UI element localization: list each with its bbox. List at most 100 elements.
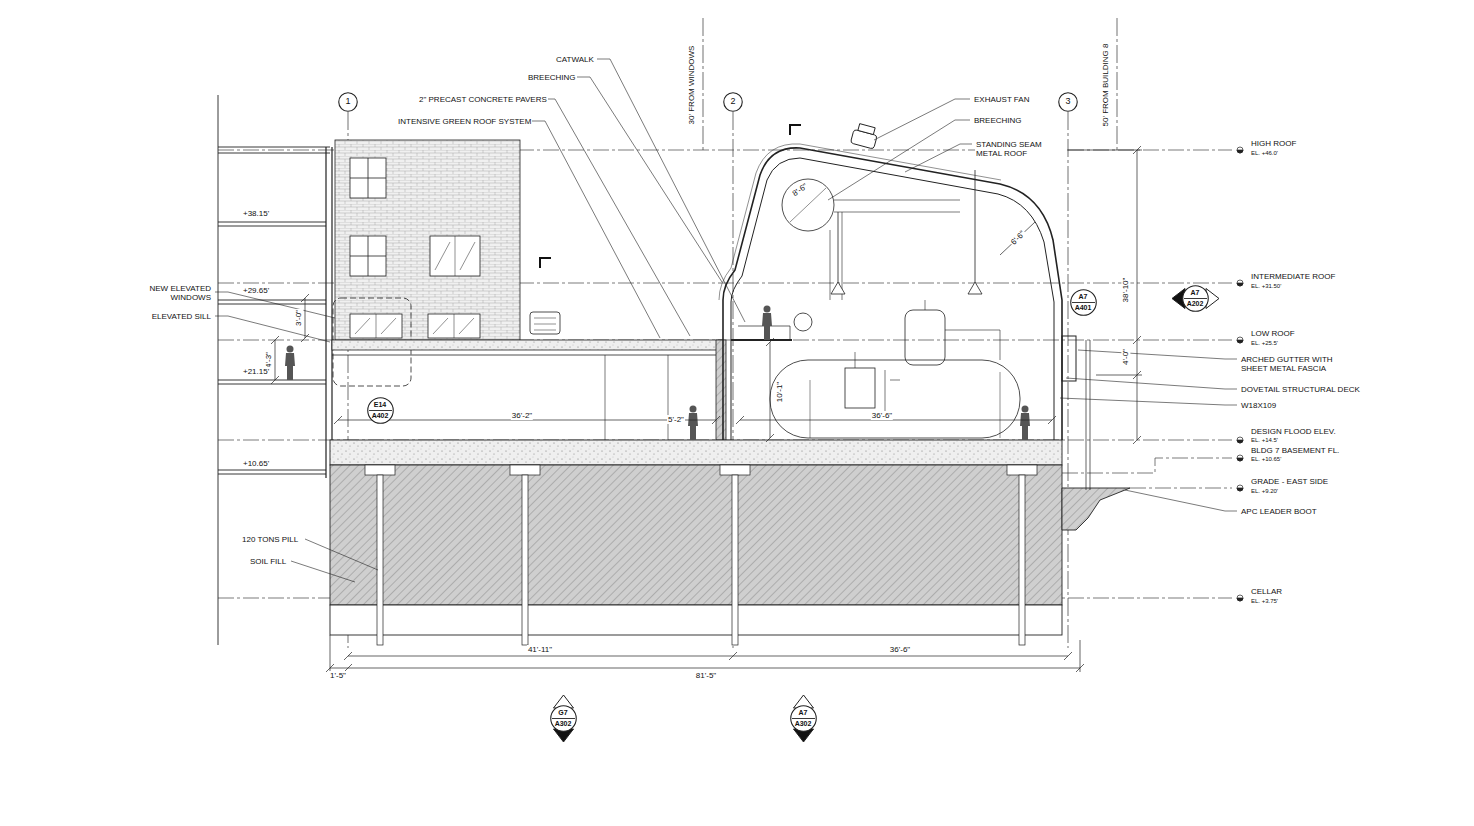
sheet-number: A402	[372, 412, 389, 420]
elevation-symbol	[1237, 340, 1243, 343]
pile	[720, 465, 750, 475]
boiler	[810, 372, 1000, 438]
pile	[522, 475, 528, 645]
elevation-label: +38.15'	[242, 209, 270, 218]
brick-building	[335, 140, 520, 340]
bubble-divider	[369, 410, 392, 411]
pile	[732, 475, 738, 645]
elevation-label: EL. +9.20'	[1250, 488, 1279, 495]
elevation-symbol	[1237, 458, 1243, 461]
grid-line	[1068, 112, 1069, 648]
boiler-house-shell	[723, 148, 1062, 440]
existing-building	[326, 147, 332, 478]
boiler-house-shell	[731, 158, 1054, 440]
elevation-label: LOW ROOF	[1250, 329, 1296, 338]
pile	[1019, 475, 1025, 645]
callout-label: BREECHING	[973, 116, 1023, 125]
foundation	[330, 440, 1062, 465]
elevation-symbol	[1237, 488, 1243, 491]
elevation-label: INTERMEDIATE ROOF	[1250, 272, 1336, 281]
section-cut-mark	[540, 125, 801, 268]
boiler-house-shell	[719, 144, 1090, 490]
existing-building	[218, 300, 326, 304]
brick-building	[350, 314, 402, 338]
callout-label: DOVETAIL STRUCTURAL DECK	[1240, 385, 1361, 394]
brick-building	[435, 236, 475, 276]
existing-building	[218, 95, 219, 645]
brick-building	[350, 158, 386, 198]
person-figure	[1022, 406, 1029, 413]
grid-line	[1117, 18, 1118, 150]
catwalk	[794, 313, 812, 331]
elevation-symbol	[1237, 280, 1243, 286]
elevation-symbol	[1237, 595, 1243, 601]
green-roof	[332, 355, 716, 356]
boiler	[855, 352, 900, 420]
person-figure	[1020, 413, 1030, 440]
exhaust-fan	[858, 124, 875, 135]
callout-label: ARCHED GUTTER WITH SHEET METAL FASCIA	[1240, 355, 1342, 373]
leader-line	[540, 99, 690, 336]
elevation-label: +10.65'	[242, 459, 270, 468]
dimension-line	[1062, 150, 1142, 375]
callout-label: 120 TONS PILL	[241, 535, 299, 544]
bubble-outline	[790, 705, 817, 732]
dimension-line	[736, 416, 1056, 424]
leader-line	[576, 77, 722, 282]
elevation-symbol	[1237, 598, 1243, 601]
grid-bubble: 2	[723, 92, 743, 112]
grid-number: 1	[345, 97, 350, 107]
bubble-divider	[552, 718, 575, 719]
leader-line	[305, 539, 378, 570]
dimension-line	[1133, 146, 1141, 444]
existing-building	[218, 147, 330, 153]
section-cut-mark	[540, 258, 551, 268]
bubble-divider	[1184, 298, 1207, 299]
brick-building	[430, 236, 480, 276]
elevation-label: +29.65'	[242, 286, 270, 295]
detail-number: A7	[1191, 289, 1200, 297]
foundation	[330, 465, 1062, 605]
elevation-label: +21.15'	[242, 367, 270, 376]
leader-line	[291, 561, 355, 582]
bubble-circle	[550, 705, 576, 731]
exhaust-fan	[850, 123, 879, 149]
bubble-outline	[1070, 289, 1097, 316]
elevation-label: EL. +14.5'	[1250, 437, 1279, 444]
callout-label: EXHAUST FAN	[973, 95, 1030, 104]
boiler	[925, 300, 1000, 360]
bubble-text-stack: 2	[723, 92, 743, 112]
exhaust-fan	[850, 123, 879, 149]
dimension-text: 81'-5"	[695, 671, 717, 680]
person-figure	[762, 306, 772, 341]
brick-building	[350, 158, 386, 198]
elevation-symbol	[1237, 147, 1243, 153]
pile	[377, 475, 383, 645]
bubble-text-stack: 3	[1058, 92, 1078, 112]
leader-line	[215, 316, 330, 342]
boiler-house-shell	[1062, 336, 1076, 381]
leader-line	[215, 59, 1237, 582]
leader-line	[905, 144, 972, 172]
section-cut-mark	[790, 125, 801, 135]
leader-line	[1125, 490, 1237, 511]
green-roof	[716, 340, 726, 440]
existing-building	[218, 470, 326, 474]
sheet-number: A302	[795, 720, 812, 728]
brick-building	[355, 314, 396, 338]
dimension-text: 1'-5"	[329, 671, 347, 680]
bubble-circle	[1059, 93, 1078, 112]
callout-label: BREECHING	[527, 73, 577, 82]
existing-building	[218, 222, 326, 226]
elevation-label: EL. +46.0'	[1250, 150, 1279, 157]
green-roof	[530, 312, 560, 334]
existing-building	[218, 95, 332, 645]
green-roof	[534, 318, 556, 330]
person-figure	[690, 406, 697, 413]
grid-number: 2	[730, 97, 735, 107]
callout-label: APC LEADER BOOT	[1240, 507, 1318, 516]
person-figure	[285, 346, 295, 381]
elevation-label: HIGH ROOF	[1250, 139, 1297, 148]
pile	[365, 465, 395, 475]
